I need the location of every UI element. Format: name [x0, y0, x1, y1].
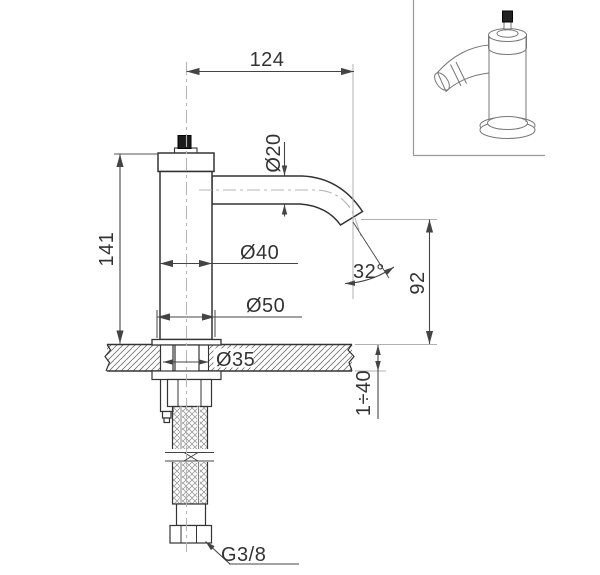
fixing-nut	[166, 378, 213, 408]
dim-outlet-height: 92	[407, 271, 429, 294]
dimension-labels: 124 Ø20 141 Ø40 Ø50 Ø35 32° 92 1÷40 G3/8	[96, 49, 429, 566]
dim-spout-reach: 124	[250, 49, 285, 71]
dim-spout-diameter: Ø20	[263, 133, 285, 172]
dim-body-diameter: Ø40	[240, 242, 279, 264]
extension-lines	[352, 64, 437, 372]
deck-break-edge-right	[347, 344, 355, 372]
hose-collar	[175, 503, 207, 527]
dimension-lines	[114, 67, 434, 565]
spout-centerline	[199, 189, 362, 237]
dim-connection-thread: G3/8	[221, 544, 266, 566]
dim-hole-diameter: Ø35	[216, 349, 255, 371]
hose-break-symbol	[164, 449, 216, 462]
dim-base-diameter: Ø50	[246, 295, 285, 317]
spout	[211, 175, 364, 227]
inset-frame	[412, 0, 545, 157]
dim-body-height: 141	[96, 232, 118, 267]
deck-break-edge-left	[104, 344, 112, 372]
dim-deck-thickness: 1÷40	[353, 370, 375, 416]
inset-perspective-view	[412, 0, 545, 157]
inset-top-knob	[502, 10, 513, 23]
centerlines	[185, 62, 362, 552]
tap-top-knob	[177, 135, 192, 149]
dim-spout-angle: 32°	[353, 261, 385, 283]
hose-end-nut	[169, 524, 213, 544]
